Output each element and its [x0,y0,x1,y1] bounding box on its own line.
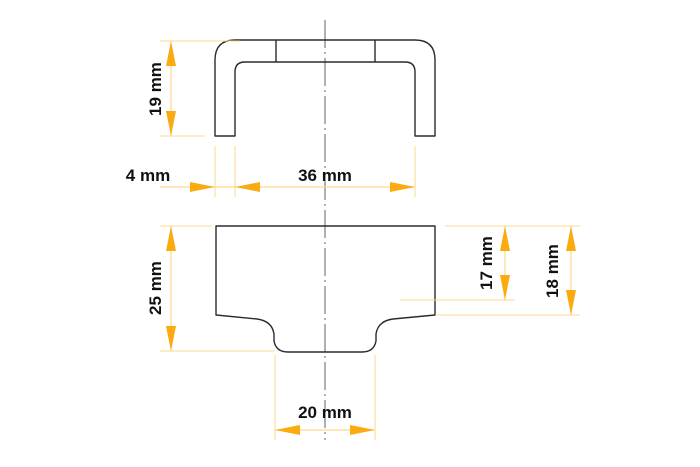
dim-label-right-inner-height: 17 mm [477,236,496,290]
dimension-19mm: 19 mm [146,40,240,137]
dimension-17mm-18mm: 17 mm 18 mm [400,225,580,316]
dim-label-right-outer-height: 18 mm [543,244,562,298]
dim-label-height: 19 mm [146,62,165,116]
dimension-4mm-36mm: 4 mm 36 mm [126,146,416,197]
dim-label-leg-thickness: 4 mm [126,166,170,185]
dimension-20mm: 20 mm [274,355,376,440]
dim-label-total-height: 25 mm [146,261,165,315]
block-part [215,225,436,353]
dim-label-inner-width: 36 mm [298,166,352,185]
dim-label-tab-width: 20 mm [298,403,352,422]
dimension-25mm: 25 mm [146,225,275,352]
